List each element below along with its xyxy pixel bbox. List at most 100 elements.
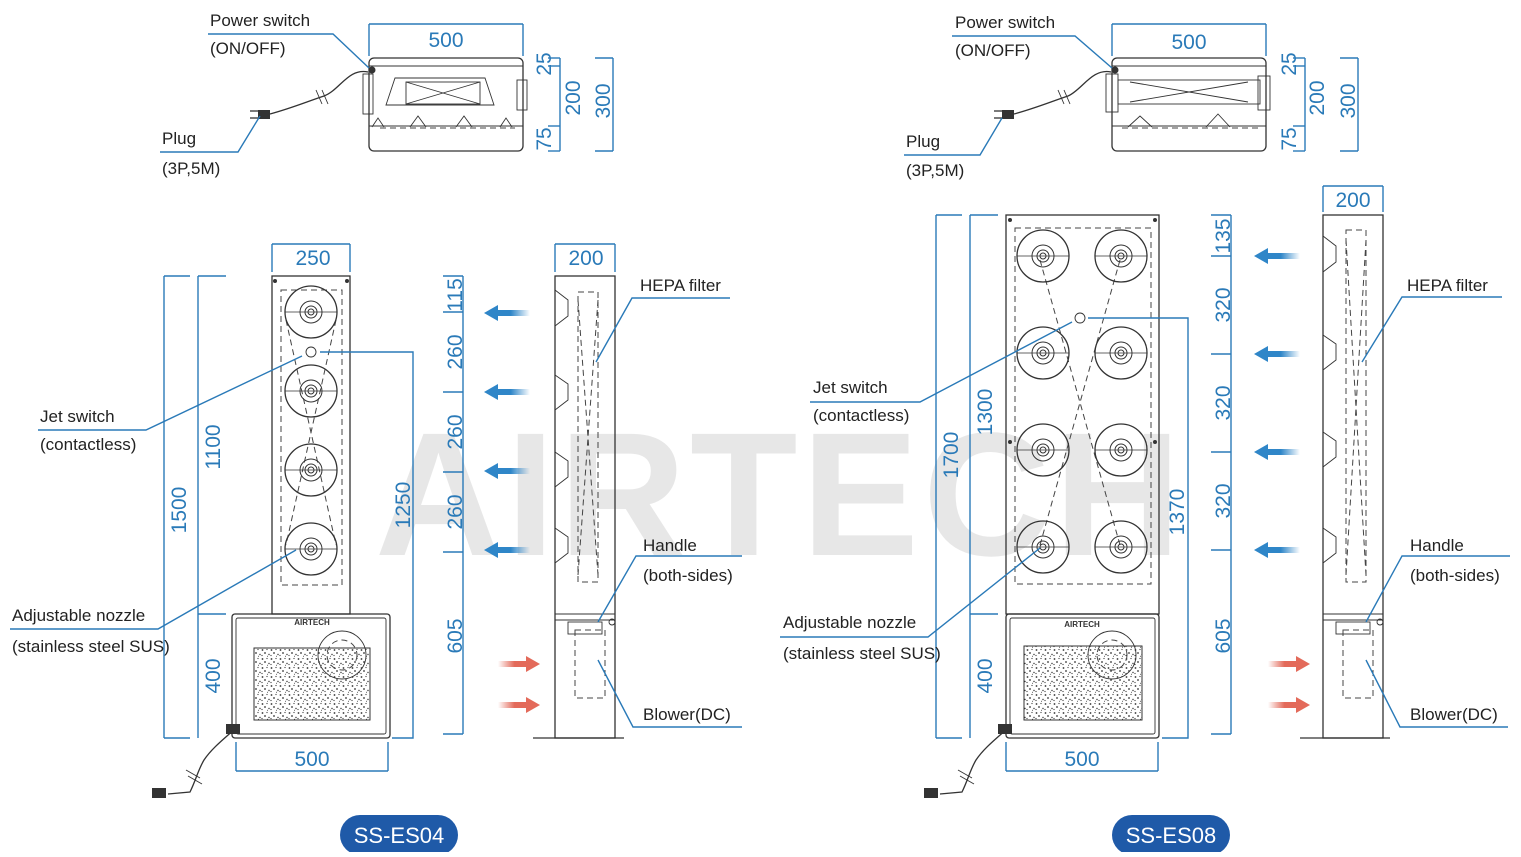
nozzle-es08-6 (1094, 423, 1148, 477)
side-seg-4-es08: 320 (1212, 483, 1235, 518)
model-ss-es04: 500 25 200 75 300 Power switch (ON/OFF) … (10, 11, 742, 855)
front-total-es08: 1700 (940, 432, 963, 479)
side-seg-3-es08: 320 (1212, 385, 1235, 420)
front-base-es04: 400 (202, 658, 225, 693)
nozzle-es08-4 (1094, 326, 1148, 380)
front-top-width-es04: 250 (295, 247, 330, 270)
front-view-es04: AIRTECH 250 500 1500 1100 (10, 243, 415, 798)
jet-switch-sensor-es08 (1074, 312, 1086, 324)
plug-label-es08: Plug (906, 132, 940, 151)
nozzle-es04-2 (284, 364, 338, 418)
front-nozzle-span-es08: 1370 (1166, 489, 1189, 536)
front-view-es08: AIRTECH 500 1700 1300 400 1370 (780, 214, 1189, 798)
nozzle-es08-2 (1094, 229, 1148, 283)
side-seg-1-es04: 115 (444, 278, 467, 311)
jet-switch-sub-es08: (contactless) (813, 406, 909, 425)
hepa-label-es04: HEPA filter (640, 276, 721, 295)
nozzle-sub-es04: (stainless steel SUS) (12, 637, 170, 656)
power-switch-label-es04: Power switch (210, 11, 310, 30)
front-nozzle-span-es04: 1250 (392, 482, 415, 529)
top-h-75-es08: 75 (1278, 127, 1301, 150)
nozzle-es04-4 (284, 522, 338, 576)
outlet-arrow-es08-3 (1254, 444, 1300, 460)
power-switch-label-es08: Power switch (955, 13, 1055, 32)
plug-sub-es08: (3P,5M) (906, 161, 964, 180)
plug-label-es04: Plug (162, 129, 196, 148)
jet-switch-label-es08: Jet switch (813, 378, 888, 397)
jet-switch-sub-es04: (contactless) (40, 435, 136, 454)
outlet-arrow-es04-2 (484, 384, 530, 400)
side-width-es08: 200 (1335, 189, 1370, 212)
intake-arrow-es08-2 (1268, 697, 1310, 713)
nozzle-es08-8 (1094, 520, 1148, 574)
nozzle-es08-5 (1016, 423, 1070, 477)
side-view-es08: 200 135 320 320 320 605 HEPA filter Hand… (1211, 185, 1510, 739)
model-name-es04: SS-ES04 (354, 823, 445, 848)
power-switch-sub-es04: (ON/OFF) (210, 39, 286, 58)
nozzle-group-es04 (284, 285, 338, 576)
model-badge-es04: SS-ES04 (340, 815, 458, 855)
outlet-arrow-es04-4 (484, 542, 530, 558)
blower-label-es08: Blower(DC) (1410, 705, 1498, 724)
model-name-es08: SS-ES08 (1126, 823, 1217, 848)
top-h-300-es08: 300 (1337, 83, 1360, 118)
nozzle-es04-3 (284, 443, 338, 497)
side-seg-5-es04: 605 (444, 618, 467, 653)
side-width-es04: 200 (568, 247, 603, 270)
front-base-width-es04: 500 (294, 748, 329, 771)
model-badge-es08: SS-ES08 (1112, 815, 1230, 855)
svg-text:AIRTECH: AIRTECH (1064, 620, 1100, 629)
top-view-es04: 500 25 200 75 300 Power switch (ON/OFF) … (160, 11, 615, 178)
nozzle-label-es08: Adjustable nozzle (783, 613, 916, 632)
handle-label-es08: Handle (1410, 536, 1464, 555)
intake-arrow-es04-1 (498, 656, 540, 672)
front-base-es08: 400 (974, 658, 997, 693)
top-h-200-es04: 200 (562, 80, 585, 115)
front-total-es04: 1500 (168, 487, 191, 534)
nozzle-label-es04: Adjustable nozzle (12, 606, 145, 625)
side-view-es04: 200 115 260 260 260 605 HEPA filter Han (443, 243, 742, 739)
top-h-75-es04: 75 (533, 127, 556, 150)
top-h-25-es04: 25 (533, 52, 556, 75)
handle-label-es04: Handle (643, 536, 697, 555)
side-seg-3-es04: 260 (444, 414, 467, 449)
plug-sub-es04: (3P,5M) (162, 159, 220, 178)
top-width-es08: 500 (1171, 31, 1206, 54)
front-column-es04: 1100 (202, 424, 225, 469)
intake-arrow-es04-2 (498, 697, 540, 713)
nozzle-sub-es08: (stainless steel SUS) (783, 644, 941, 663)
hepa-label-es08: HEPA filter (1407, 276, 1488, 295)
nozzle-es08-3 (1016, 326, 1070, 380)
front-base-width-es08: 500 (1064, 748, 1099, 771)
power-switch-sub-es08: (ON/OFF) (955, 41, 1031, 60)
top-width-es04: 500 (428, 29, 463, 52)
nozzle-group-es08 (1016, 229, 1148, 574)
side-seg-2-es08: 320 (1212, 287, 1235, 322)
watermark: AIRTECH (375, 397, 1185, 593)
top-h-25-es08: 25 (1278, 52, 1301, 75)
outlet-arrow-es08-1 (1254, 248, 1300, 264)
side-seg-2-es04: 260 (444, 334, 467, 369)
outlet-arrow-es04-1 (484, 305, 530, 321)
side-seg-4-es04: 260 (444, 494, 467, 529)
outlet-arrow-es04-3 (484, 463, 530, 479)
nozzle-es04-1 (284, 285, 338, 339)
side-seg-1-es08: 135 (1212, 218, 1235, 253)
jet-switch-sensor-es04 (305, 346, 317, 358)
handle-sub-es04: (both-sides) (643, 566, 733, 585)
outlet-arrow-es08-4 (1254, 542, 1300, 558)
jet-switch-label-es04: Jet switch (40, 407, 115, 426)
front-column-es08: 1300 (974, 389, 997, 436)
nozzle-es08-1 (1016, 229, 1070, 283)
outlet-arrow-es08-2 (1254, 346, 1300, 362)
handle-sub-es08: (both-sides) (1410, 566, 1500, 585)
top-h-200-es08: 200 (1306, 80, 1329, 115)
svg-text:AIRTECH: AIRTECH (294, 618, 330, 627)
blower-label-es04: Blower(DC) (643, 705, 731, 724)
intake-arrow-es08-1 (1268, 656, 1310, 672)
top-h-300-es04: 300 (592, 83, 615, 118)
top-view-es08: 500 25 200 75 300 Power switch (ON/OFF) … (904, 13, 1360, 180)
side-seg-5-es08: 605 (1212, 618, 1235, 653)
